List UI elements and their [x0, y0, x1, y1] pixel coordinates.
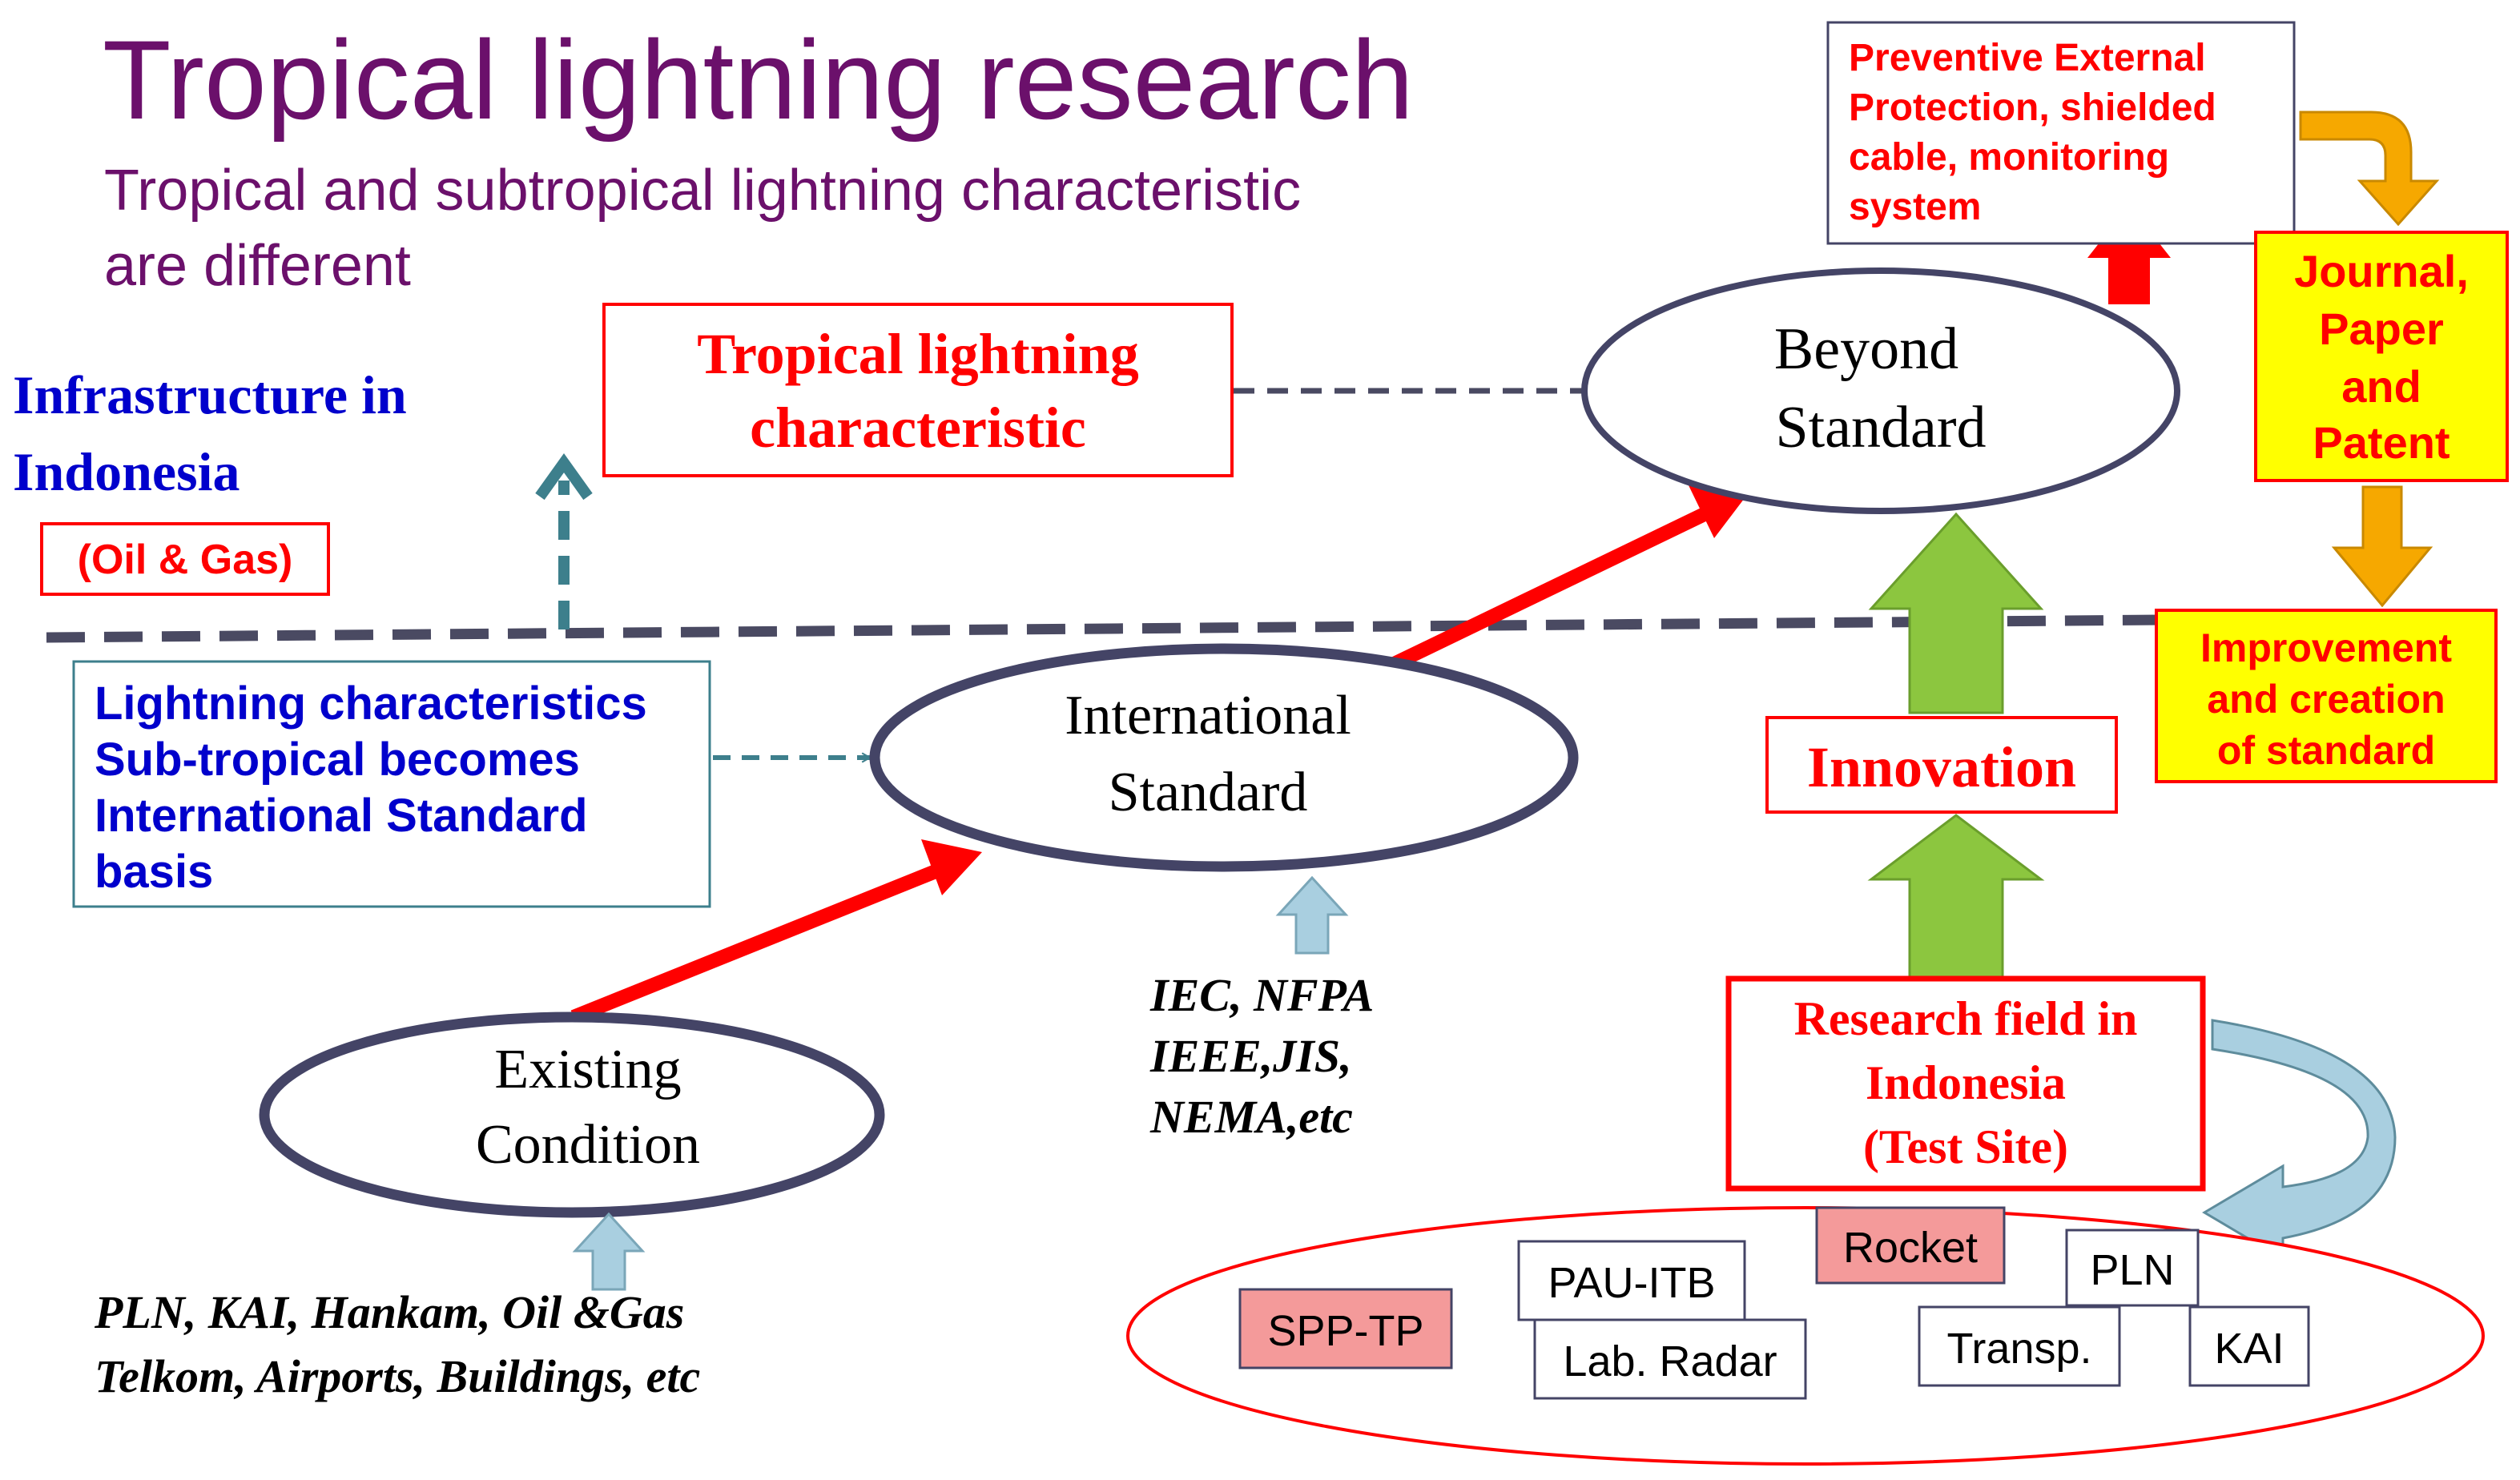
journal-line-3: and — [2341, 361, 2421, 412]
pln-label: PLN — [2090, 1246, 2174, 1294]
research-field-box — [1725, 975, 2206, 1192]
red-arrow-international-shaft — [1383, 504, 1714, 675]
tropical-characteristic-box — [602, 303, 1234, 477]
pau-itb-label: PAU-ITB — [1548, 1259, 1715, 1307]
standards-line-3: NEMA,etc — [1149, 1091, 1353, 1143]
journal-box — [2254, 231, 2509, 482]
lightning-box-line-2: Sub-tropical becomes — [95, 734, 580, 786]
lightning-characteristics-box — [72, 660, 711, 908]
improvement-line-2: and creation — [2207, 677, 2445, 722]
orange-down-arrow — [2331, 485, 2433, 608]
orange-curved-arrow — [2299, 111, 2440, 227]
existing-line-2: Condition — [476, 1114, 700, 1176]
kai-label: KAI — [2214, 1325, 2284, 1373]
tropical-characteristic-line-2: characteristic — [750, 396, 1086, 460]
journal-line-2: Paper — [2319, 304, 2444, 354]
rocket-box — [1815, 1206, 2006, 1285]
existing-line-1: Existing — [494, 1039, 681, 1100]
preventive-line-4: system — [1849, 186, 1981, 228]
infrastructure-line-2: Indonesia — [13, 441, 240, 502]
preventive-box — [1826, 21, 2296, 245]
kai-box — [2188, 1305, 2310, 1387]
spp-tp-label: SPP-TP — [1267, 1307, 1423, 1355]
tropical-characteristic-line-1: Tropical lightning — [697, 322, 1138, 386]
spp-tp-box — [1238, 1288, 1453, 1369]
improvement-line-3: of standard — [2217, 728, 2435, 773]
international-standard-ellipse — [869, 643, 1579, 872]
subtitle-line-1: Tropical and subtropical lightning chara… — [104, 159, 1301, 223]
lightning-box-line-1: Lightning characteristics — [95, 678, 647, 730]
red-up-arrow-preventive — [2087, 205, 2171, 304]
page-title: Tropical lightning research — [103, 17, 1414, 143]
subtitle-line-2: are different — [104, 234, 411, 298]
research-line-2: Indonesia — [1866, 1056, 2066, 1109]
research-line-1: Research field in — [1794, 992, 2138, 1045]
preventive-line-3: cable, monitoring — [1849, 136, 2169, 179]
journal-line-1: Journal, — [2294, 246, 2469, 296]
stakeholders-line-1: PLN, KAI, Hankam, Oil &Gas — [94, 1286, 684, 1338]
pau-itb-box — [1517, 1240, 1746, 1321]
innovation-label: Innovation — [1807, 735, 2076, 799]
international-line-2: Standard — [1109, 762, 1308, 823]
light-blue-arrow-existing — [572, 1212, 646, 1291]
innovation-box — [1765, 716, 2118, 814]
beyond-line-1: Beyond — [1774, 316, 1958, 382]
oil-gas-tag-box — [40, 522, 330, 596]
oil-gas-tag: (Oil & Gas) — [78, 537, 293, 583]
teal-up-arrow-head — [535, 452, 593, 501]
boundary-dashed-line — [46, 614, 2164, 643]
rocket-label: Rocket — [1843, 1224, 1978, 1272]
beyond-line-2: Standard — [1775, 395, 1986, 460]
lab-radar-label: Lab. Radar — [1563, 1337, 1777, 1385]
research-line-3: (Test Site) — [1863, 1120, 2068, 1173]
transp-box — [1918, 1305, 2121, 1387]
curved-arrow-to-test-sites — [2202, 1019, 2397, 1261]
improvement-box — [2155, 609, 2498, 783]
pln-box — [2065, 1229, 2200, 1307]
journal-line-4: Patent — [2313, 417, 2450, 468]
preventive-line-2: Protection, shielded — [1849, 86, 2216, 129]
red-arrow-existing-shaft — [570, 861, 947, 1024]
preventive-line-1: Preventive External — [1849, 37, 2206, 79]
standards-line-2: IEEE,JIS, — [1149, 1030, 1351, 1082]
stakeholders-line-2: Telkom, Airports, Buildings, etc — [95, 1350, 700, 1402]
lab-radar-box — [1533, 1318, 1807, 1400]
improvement-line-1: Improvement — [2200, 625, 2452, 670]
standards-line-1: IEC, NFPA — [1149, 969, 1374, 1021]
lightning-box-line-4: basis — [95, 846, 213, 898]
transp-label: Transp. — [1946, 1325, 2091, 1373]
existing-condition-ellipse — [259, 1011, 885, 1218]
green-arrow-to-beyond — [1868, 512, 2044, 714]
international-line-1: International — [1065, 685, 1351, 746]
infrastructure-line-1: Infrastructure in — [13, 364, 407, 425]
light-blue-arrow-international — [1275, 875, 1349, 955]
red-arrow-existing-head — [921, 839, 982, 895]
green-arrow-to-innovation — [1867, 814, 2045, 983]
lightning-box-line-3: International Standard — [95, 790, 588, 842]
beyond-standard-ellipse — [1581, 267, 2180, 514]
